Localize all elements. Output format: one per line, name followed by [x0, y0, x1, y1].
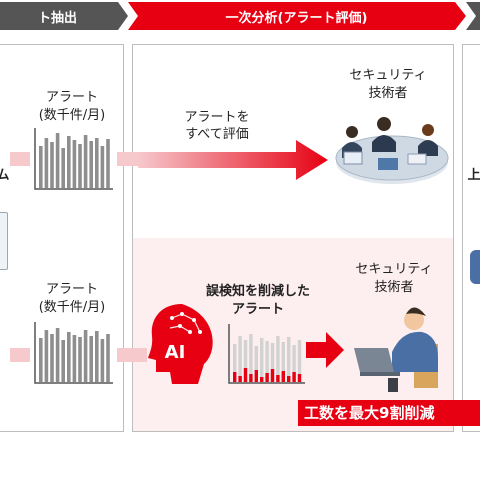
histogram-bar-remaining	[297, 374, 302, 382]
step-header-bar	[0, 2, 480, 30]
evaluate-all-line2: すべて評価	[185, 127, 249, 142]
histogram-bar	[89, 141, 93, 188]
bottom-flow-connector	[117, 348, 147, 362]
bottom-alert-label: アラート	[45, 282, 98, 297]
histogram-bar	[61, 340, 65, 382]
histogram-bar-remaining	[276, 375, 280, 382]
histogram-bar	[100, 339, 105, 382]
bottom-arrow	[306, 332, 344, 368]
bottom-alert-count: (数千件/月)	[38, 300, 106, 315]
histogram-bar-filtered	[270, 343, 275, 382]
histogram-bar-remaining	[281, 371, 285, 382]
histogram-bar	[100, 146, 105, 188]
reduction-banner-text: 工数を最大9割削減	[304, 404, 435, 422]
truncated-right-text: 上	[467, 168, 480, 183]
left-top-connector	[10, 152, 30, 166]
step1-tab-shape	[0, 2, 128, 30]
ai-label: AI	[164, 342, 186, 363]
histogram-bar-filtered	[249, 334, 253, 382]
histogram-bar-remaining	[249, 374, 253, 382]
step3-tab-shape	[466, 2, 480, 30]
histogram-bar-filtered	[254, 346, 258, 382]
top-arrow	[138, 140, 328, 180]
histogram-bar	[72, 140, 77, 188]
top-role-line1: セキュリティ	[349, 68, 427, 83]
histogram-bar	[95, 138, 99, 188]
histogram-bar	[106, 334, 110, 382]
histogram-bar	[55, 328, 60, 382]
reduced-alerts-line1: 誤検知を削減した	[205, 284, 310, 299]
histogram-bar-remaining	[265, 373, 269, 382]
histogram-bar-filtered	[297, 340, 302, 382]
histogram-bar-remaining	[243, 368, 248, 382]
bottom-role-line2: 技術者	[374, 280, 414, 295]
histogram-bar-filtered	[260, 338, 264, 382]
reduction-banner	[298, 400, 480, 426]
engineer-laptop-icon	[354, 307, 438, 392]
evaluate-all-line1: アラートを	[184, 110, 250, 125]
histogram-bar	[61, 148, 65, 188]
right-partial-figure	[470, 250, 480, 284]
histogram-bar	[50, 334, 54, 382]
top-alert-label: アラート	[45, 90, 98, 105]
histogram-bar-filtered	[238, 336, 242, 382]
top-flow-connector	[117, 152, 139, 166]
histogram-bar	[50, 142, 54, 188]
histogram-bar	[78, 337, 82, 382]
histogram-bar	[83, 330, 88, 382]
histogram-bar	[78, 144, 82, 188]
histogram-bar	[83, 135, 88, 188]
histogram-bar-remaining	[270, 369, 275, 382]
histogram-bar	[67, 332, 71, 382]
histogram-bar	[55, 133, 60, 188]
histogram-bar-remaining	[254, 370, 258, 382]
histogram-bar-filtered	[276, 336, 280, 382]
reduced-alerts-line2: アラート	[231, 302, 284, 317]
bottom-alert-histogram	[34, 322, 113, 384]
truncated-text: ム	[0, 168, 10, 183]
histogram-bar-filtered	[243, 340, 248, 382]
step1-title: ト抽出	[37, 10, 77, 26]
histogram-bar-filtered	[287, 337, 291, 382]
histogram-bar-remaining	[287, 376, 291, 382]
histogram-bar	[67, 136, 71, 188]
histogram-bar-remaining	[292, 372, 296, 382]
step3-panel	[462, 44, 480, 432]
histogram-bar	[106, 139, 110, 188]
security-team-meeting-icon	[335, 117, 449, 184]
top-alert-count: (数千件/月)	[38, 108, 106, 123]
step2-tab-shape	[128, 2, 466, 30]
histogram-bar	[95, 331, 99, 382]
histogram-bar	[44, 330, 49, 382]
histogram-bar-filtered	[265, 341, 269, 382]
histogram-bar	[72, 335, 77, 382]
histogram-bar	[44, 138, 49, 188]
histogram-bar-remaining	[238, 376, 242, 382]
histogram-bar	[89, 336, 93, 382]
bottom-role-line1: セキュリティ	[355, 262, 433, 277]
histogram-bar-filtered	[233, 344, 237, 382]
histogram-bar-remaining	[233, 372, 237, 382]
histogram-bar	[39, 338, 43, 382]
top-role-line2: 技術者	[368, 86, 408, 101]
histogram-bar	[39, 146, 43, 188]
histogram-bar-remaining	[260, 377, 264, 382]
ai-brain-icon	[148, 304, 213, 384]
histogram-bar-filtered	[292, 345, 296, 382]
reduced-alert-histogram	[228, 324, 305, 384]
histogram-bar-filtered	[281, 342, 285, 382]
left-bottom-connector	[10, 348, 30, 362]
step2-title: 一次分析(アラート評価)	[225, 10, 368, 26]
device-partial	[0, 212, 8, 270]
top-alert-histogram	[34, 128, 113, 190]
